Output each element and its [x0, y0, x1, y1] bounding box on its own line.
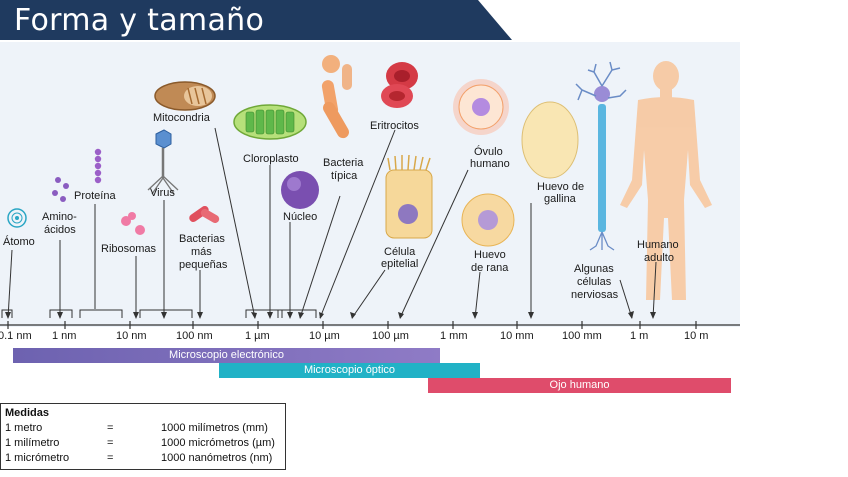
- label-virus: Virus: [150, 187, 175, 199]
- optical-microscope-bar: Microscopio óptico: [219, 363, 480, 378]
- label-huevo-rana-1: Huevo: [474, 249, 506, 261]
- mitochondria-illustration: [154, 81, 216, 111]
- amino-acids-illustration: [52, 177, 69, 202]
- label-bacteria-tipica-1: Bacteria: [323, 157, 364, 169]
- measures-row-1-eq: =: [107, 422, 114, 434]
- electron-microscope-bar: Microscopio electrónico: [13, 348, 440, 363]
- label-ribosomas: Ribosomas: [101, 243, 157, 255]
- label-bacterias-1: Bacterias: [179, 233, 225, 245]
- label-bacterias-3: pequeñas: [179, 259, 228, 271]
- scale-tick-label: 10 mm: [500, 330, 534, 342]
- scale-tick-label: 100 µm: [372, 330, 409, 342]
- epithelial-cell-illustration: [385, 154, 433, 239]
- nucleus-illustration: [281, 171, 319, 209]
- atom-illustration: [7, 208, 27, 228]
- scale-axis: [0, 321, 740, 329]
- label-proteina: Proteína: [74, 190, 116, 202]
- label-celula-epitelial-1: Célula: [384, 246, 416, 258]
- scale-tick-label: 0.1 nm: [0, 330, 32, 342]
- label-aminoacidos-1: Amino-: [42, 211, 77, 223]
- scale-tick-label: 100 mm: [562, 330, 602, 342]
- label-nucleo: Núcleo: [283, 211, 318, 223]
- label-eritrocitos: Eritrocitos: [370, 120, 419, 132]
- scale-tick-label: 1 µm: [245, 330, 270, 342]
- size-range-brackets: [1, 309, 317, 318]
- chloroplast-illustration: [233, 104, 307, 140]
- scale-tick-label: 1 nm: [52, 330, 77, 342]
- ribosome-illustration: [121, 212, 145, 235]
- measures-box: Medidas 1 metro = 1000 milímetros (mm) 1…: [0, 403, 286, 470]
- label-ovulo-2: humano: [470, 158, 510, 170]
- label-huevo-rana-2: de rana: [471, 262, 509, 274]
- label-mitocondria: Mitocondria: [153, 112, 210, 124]
- page-title: Forma y tamaño: [14, 3, 265, 38]
- label-aminoacidos-2: ácidos: [44, 224, 76, 236]
- label-atomo: Átomo: [3, 236, 35, 248]
- title-bar: Forma y tamaño: [0, 0, 848, 40]
- label-nerviosas-2: células: [577, 276, 612, 288]
- scale-tick-label: 10 nm: [116, 330, 147, 342]
- virus-illustration: [147, 129, 179, 195]
- neuron-illustration: [575, 61, 627, 251]
- label-celula-epitelial-2: epitelial: [381, 258, 419, 270]
- label-bacterias-2: más: [191, 246, 212, 258]
- scale-tick-label: 1 mm: [440, 330, 468, 342]
- measures-row-2-value: 1000 micrómetros (µm): [161, 437, 275, 449]
- human-adult-illustration: [620, 61, 712, 300]
- scale-tick-label: 10 m: [684, 330, 709, 342]
- frog-egg-illustration: [461, 193, 515, 247]
- figure-panel: [0, 42, 740, 327]
- title-banner: [0, 0, 512, 40]
- label-cloroplasto: Cloroplasto: [243, 153, 299, 165]
- typical-bacteria-illustration: [321, 55, 352, 139]
- label-bacteria-tipica-2: típica: [331, 170, 358, 182]
- label-humano-1: Humano: [637, 239, 679, 251]
- scale-tick-label: 10 µm: [309, 330, 340, 342]
- measures-row-3-unit: 1 micrómetro: [5, 452, 70, 464]
- label-ovulo-1: Óvulo: [474, 146, 503, 158]
- human-ovum-illustration: [453, 79, 509, 135]
- measures-row-3-eq: =: [107, 452, 114, 464]
- measures-row-1-value: 1000 milímetros (mm): [161, 422, 268, 434]
- chicken-egg-illustration: [521, 101, 579, 179]
- protein-illustration: [94, 148, 102, 184]
- measures-row-1-unit: 1 metro: [5, 422, 43, 434]
- measures-heading: Medidas: [5, 407, 50, 419]
- scale-tick-label: 100 nm: [176, 330, 213, 342]
- measures-row-3-value: 1000 nanómetros (nm): [161, 452, 273, 464]
- label-nerviosas-1: Algunas: [574, 263, 614, 275]
- leader-arrowheads: [5, 311, 656, 319]
- label-huevo-gallina-2: gallina: [544, 193, 576, 205]
- human-eye-bar: Ojo humano: [428, 378, 731, 393]
- small-bacteria-illustration: [189, 205, 220, 223]
- label-nerviosas-3: nerviosas: [571, 289, 619, 301]
- erythrocytes-illustration: [381, 62, 418, 108]
- label-humano-2: adulto: [644, 252, 674, 264]
- leader-lines: [7, 127, 657, 319]
- measures-row-2-unit: 1 milímetro: [5, 437, 60, 449]
- label-huevo-gallina-1: Huevo de: [537, 181, 585, 193]
- measures-row-2-eq: =: [107, 437, 114, 449]
- scale-tick-label: 1 m: [630, 330, 649, 342]
